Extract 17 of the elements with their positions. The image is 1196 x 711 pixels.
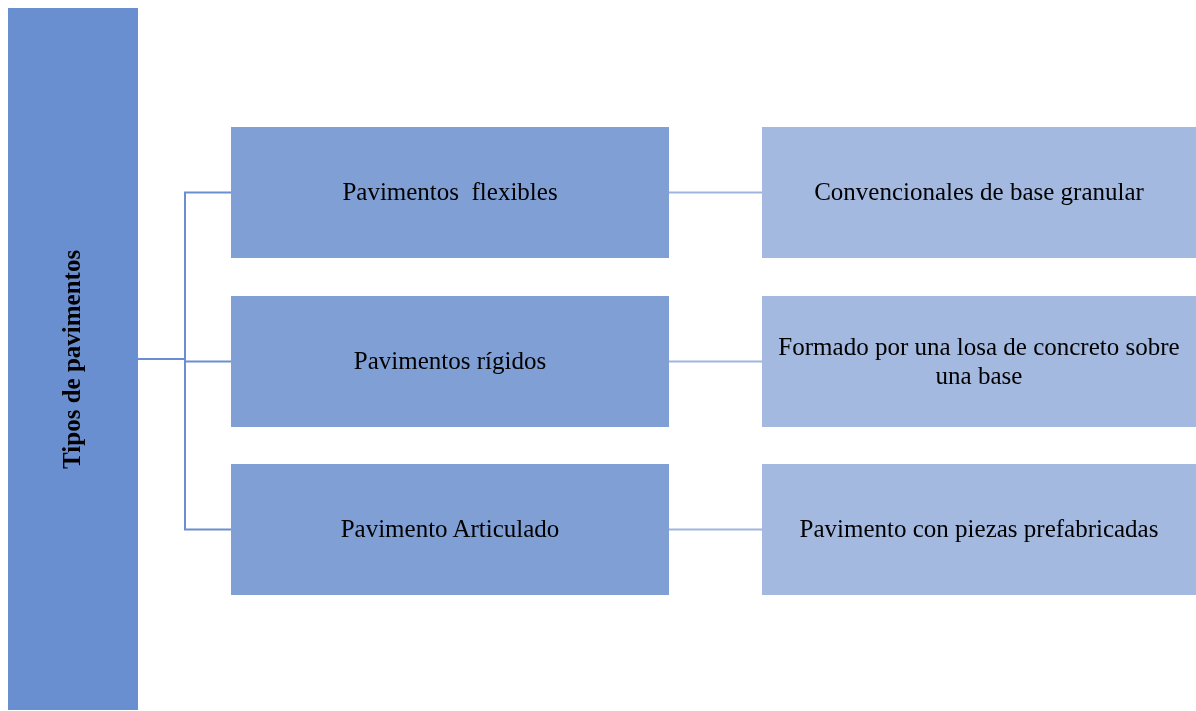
node-label: Pavimentos rígidos — [353, 347, 547, 376]
connector-line — [668, 528, 763, 531]
type-box — [231, 296, 669, 427]
node-label: Formado por una losa de concreto sobre una base — [777, 332, 1181, 391]
vertical-title: Tipos de pavimentos — [58, 249, 87, 469]
node-label: Pavimentos flexibles — [342, 178, 558, 207]
type-box — [231, 127, 669, 258]
connector-line — [668, 191, 763, 194]
node-label: Convencionales de base granular — [813, 178, 1145, 207]
node-label: Pavimento Articulado — [340, 515, 560, 544]
description-box — [762, 296, 1196, 427]
connector-line — [668, 360, 763, 363]
description-box — [762, 127, 1196, 258]
node-label: Pavimento con piezas prefabricadas — [798, 515, 1160, 544]
description-box — [762, 464, 1196, 595]
category-bar — [8, 8, 138, 710]
type-box — [231, 464, 669, 595]
